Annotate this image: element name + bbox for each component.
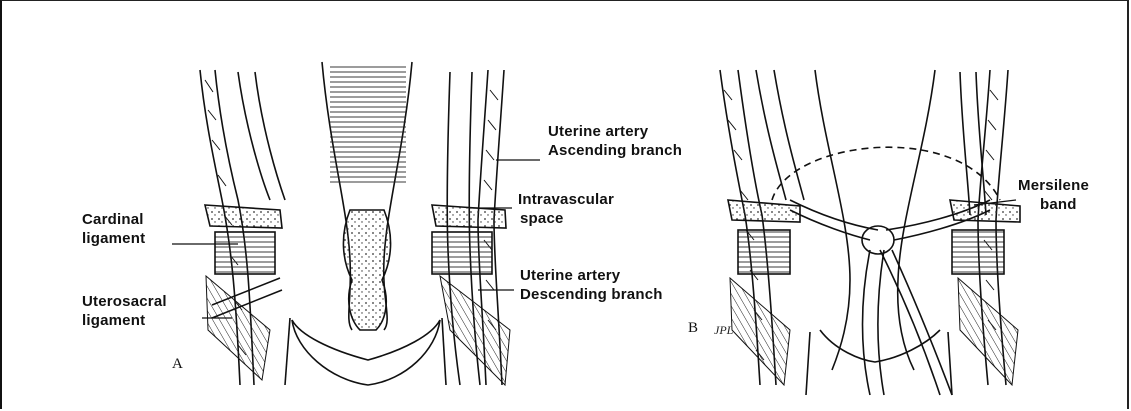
label-line: space bbox=[518, 209, 614, 228]
label-line: ligament bbox=[82, 229, 145, 248]
label-uterine-artery-ascending: Uterine artery Ascending branch bbox=[548, 122, 682, 160]
label-line: Ascending branch bbox=[548, 141, 682, 160]
label-line: Cardinal bbox=[82, 210, 145, 229]
label-cardinal-ligament: Cardinal ligament bbox=[82, 210, 145, 248]
label-intravascular-space: Intravascular space bbox=[518, 190, 614, 228]
label-line: Mersilene bbox=[1018, 176, 1089, 195]
label-uterosacral-ligament: Uterosacral ligament bbox=[82, 292, 167, 330]
label-line: Uterine artery bbox=[520, 266, 663, 285]
panel-a-drawing bbox=[172, 62, 540, 385]
label-line: band bbox=[1018, 195, 1089, 214]
label-uterine-artery-descending: Uterine artery Descending branch bbox=[520, 266, 663, 304]
label-line: Intravascular bbox=[518, 190, 614, 209]
artist-signature: JPL bbox=[714, 323, 733, 338]
panel-b-drawing bbox=[720, 70, 1020, 395]
label-mersilene-band: Mersilene band bbox=[1018, 176, 1089, 214]
panel-a-letter: A bbox=[172, 356, 183, 373]
label-line: ligament bbox=[82, 311, 167, 330]
label-line: Uterine artery bbox=[548, 122, 682, 141]
panel-b-letter: B bbox=[688, 320, 698, 337]
label-line: Descending branch bbox=[520, 285, 663, 304]
label-line: Uterosacral bbox=[82, 292, 167, 311]
